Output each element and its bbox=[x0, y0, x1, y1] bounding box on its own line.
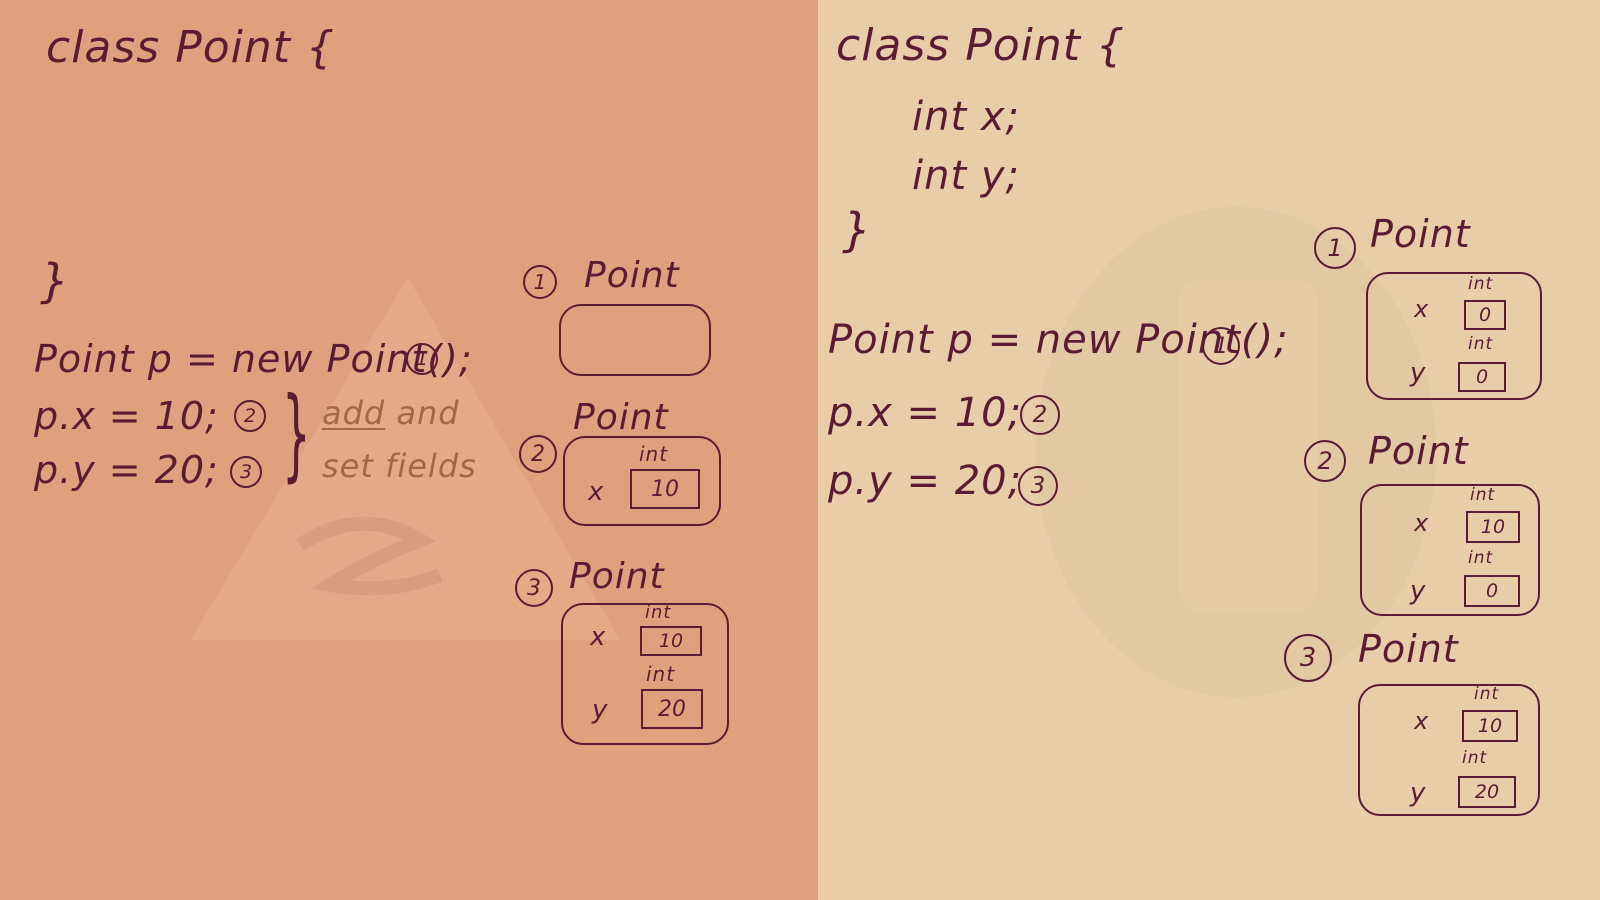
left-code-step-1: 1 bbox=[406, 343, 438, 375]
right-object-3-field-y-value: 20 bbox=[1458, 776, 1516, 808]
left-object-3-title: Point bbox=[569, 556, 665, 597]
left-object-2-field-x-type: int bbox=[639, 442, 669, 466]
right-object-2-field-y-type: int bbox=[1468, 548, 1494, 568]
left-object-3-field-x-value: 10 bbox=[640, 626, 702, 656]
left-class-open: class Point { bbox=[46, 22, 336, 73]
right-object-2-box bbox=[1360, 484, 1540, 616]
left-code-line-3: p.y = 20; bbox=[34, 448, 219, 492]
left-object-1-title: Point bbox=[584, 255, 680, 296]
right-object-3-box bbox=[1358, 684, 1540, 816]
right-field-decl-x: int x; bbox=[912, 94, 1021, 140]
right-code-step-2: 2 bbox=[1020, 395, 1060, 435]
left-object-2-box bbox=[563, 436, 721, 526]
right-field-decl-y: int y; bbox=[912, 153, 1021, 199]
right-class-close: } bbox=[842, 203, 873, 257]
right-object-3-step: 3 bbox=[1284, 634, 1332, 682]
left-object-3-field-x-name: x bbox=[590, 622, 607, 652]
right-object-2-field-x-value: 10 bbox=[1466, 511, 1520, 543]
left-annotation-add: add bbox=[322, 394, 386, 432]
left-object-3-field-y-name: y bbox=[592, 695, 609, 725]
right-object-1-field-y-type: int bbox=[1468, 334, 1494, 354]
right-object-3-field-y-type: int bbox=[1462, 748, 1488, 768]
left-annotation-line-2: set fields bbox=[322, 447, 477, 485]
left-code-step-3: 3 bbox=[230, 456, 262, 488]
right-object-1-field-y-name: y bbox=[1410, 358, 1427, 388]
right-object-3-title: Point bbox=[1358, 627, 1459, 671]
left-object-2-field-x-value: 10 bbox=[630, 469, 700, 509]
left-panel: class Point { } Point p = new Point(); 1… bbox=[0, 0, 818, 900]
right-object-2-field-y-name: y bbox=[1410, 576, 1427, 606]
right-panel: class Point { int x; int y; } Point p = … bbox=[818, 0, 1600, 900]
right-object-2-title: Point bbox=[1368, 429, 1469, 473]
left-object-2-title: Point bbox=[573, 397, 669, 438]
left-object-3-step: 3 bbox=[515, 569, 553, 607]
left-annotation-line-1: add and bbox=[322, 397, 460, 429]
right-object-2-step: 2 bbox=[1304, 440, 1346, 482]
right-code-step-3: 3 bbox=[1018, 466, 1058, 506]
right-object-1-step: 1 bbox=[1314, 227, 1356, 269]
left-object-2-step: 2 bbox=[519, 435, 557, 473]
left-object-1-step: 1 bbox=[523, 265, 557, 299]
grouping-brace: } bbox=[282, 375, 311, 492]
right-object-2-field-y-value: 0 bbox=[1464, 575, 1520, 607]
left-object-2-field-x-name: x bbox=[588, 477, 605, 507]
right-object-1-field-y-value: 0 bbox=[1458, 362, 1506, 392]
left-object-3-field-y-type: int bbox=[646, 662, 676, 686]
left-object-1-box bbox=[559, 304, 711, 376]
left-code-line-1: Point p = new Point(); bbox=[34, 337, 473, 381]
right-object-3-field-x-type: int bbox=[1474, 684, 1500, 704]
right-object-3-field-y-name: y bbox=[1410, 778, 1427, 808]
right-object-3-field-x-value: 10 bbox=[1462, 710, 1518, 742]
left-code-line-2: p.x = 10; bbox=[34, 394, 219, 438]
right-object-1-field-x-value: 0 bbox=[1464, 300, 1506, 330]
right-code-line-3: p.y = 20; bbox=[828, 458, 1023, 504]
right-object-3-field-x-name: x bbox=[1414, 707, 1430, 735]
right-object-1-field-x-type: int bbox=[1468, 274, 1494, 294]
right-code-line-2: p.x = 10; bbox=[828, 390, 1023, 436]
left-class-close: } bbox=[40, 254, 71, 308]
right-class-open: class Point { bbox=[836, 20, 1126, 71]
right-code-step-1: 1 bbox=[1202, 327, 1240, 365]
left-object-3-field-y-value: 20 bbox=[641, 689, 703, 729]
right-object-2-field-x-type: int bbox=[1470, 485, 1496, 505]
triangle-watermark-icon bbox=[190, 278, 620, 640]
left-annotation-and: and bbox=[385, 394, 460, 432]
right-object-1-field-x-name: x bbox=[1414, 295, 1430, 323]
right-object-2-field-x-name: x bbox=[1414, 509, 1430, 537]
left-code-step-2: 2 bbox=[234, 400, 266, 432]
left-object-3-box bbox=[561, 603, 729, 745]
left-object-3-field-x-type: int bbox=[645, 602, 672, 623]
right-object-1-title: Point bbox=[1370, 212, 1471, 256]
right-object-1-box bbox=[1366, 272, 1542, 400]
